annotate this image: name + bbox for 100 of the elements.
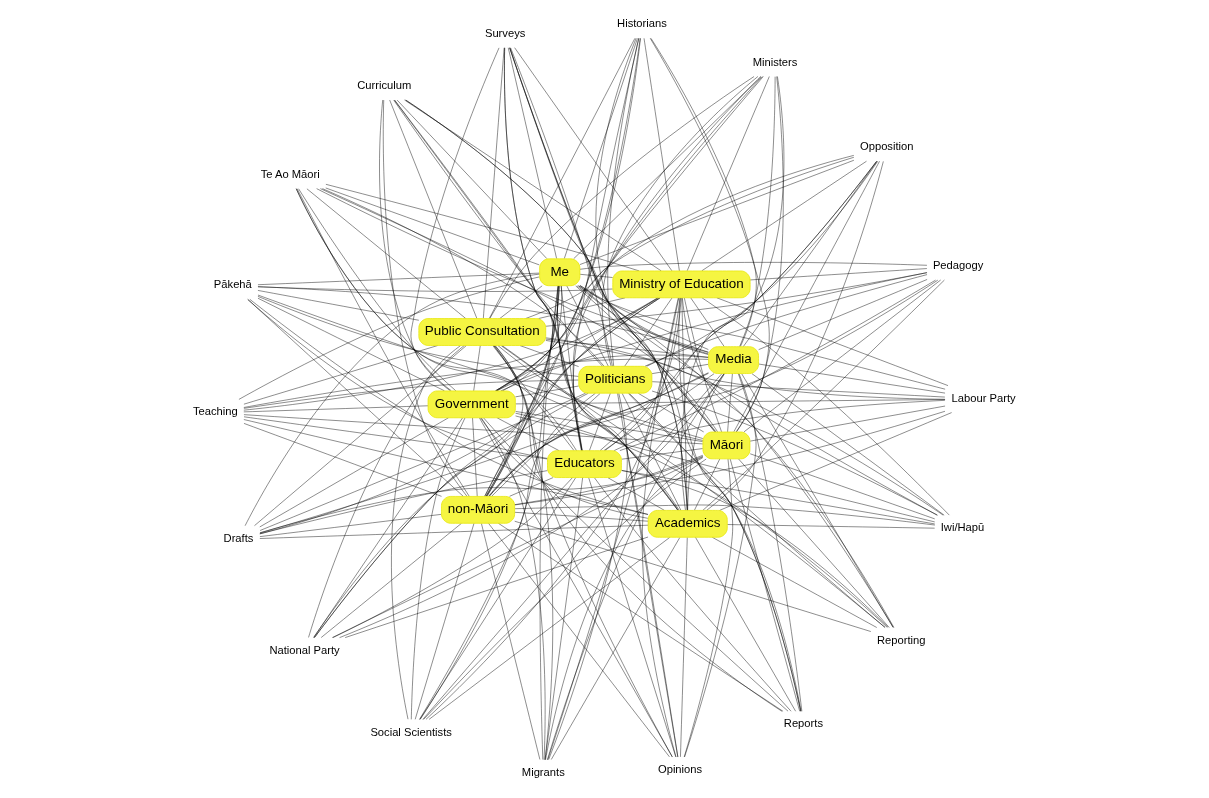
connector [295,188,577,451]
connector [684,297,722,433]
connector [502,285,562,392]
connector [339,373,725,638]
connector [515,399,946,405]
node-box: Me [539,258,581,287]
connector [488,523,670,758]
connector [739,76,776,347]
connector [259,524,649,539]
connector [509,47,709,355]
connector [489,76,755,319]
connector [758,363,946,394]
connector [719,412,952,511]
node-text: Reports [783,717,823,730]
connector [259,417,449,528]
connector [545,340,946,400]
connector [566,285,609,367]
node-text: Reporting [877,633,926,646]
node-text: Surveys [484,26,526,39]
connector [410,47,500,391]
connector [624,297,673,367]
connector [749,268,928,281]
connector [694,458,720,511]
connector [383,99,468,497]
connector [325,187,540,266]
connector [751,373,945,516]
connector [391,345,461,720]
node-text: Pedagogy [932,259,984,272]
connector [678,297,801,712]
connector [642,297,679,758]
connector [493,345,673,758]
connector [479,417,673,758]
connector [379,99,452,391]
connector [730,458,800,712]
connector [394,99,678,511]
connector [489,161,877,497]
connector [750,453,935,520]
connector [488,279,939,497]
connector [499,285,543,319]
connector [344,536,649,638]
connector [504,47,583,451]
connector [243,405,429,413]
connector [509,47,716,432]
connector [716,297,949,386]
connector [607,477,665,511]
connector [621,470,889,628]
connector [604,297,682,451]
connector [243,297,660,411]
connector [243,358,709,408]
connector [259,373,709,534]
connector [514,521,872,632]
connector [423,458,707,720]
connector [485,38,641,497]
connector [573,38,640,451]
connector [422,373,723,720]
connector [579,274,613,278]
connector [243,379,579,409]
connector [727,524,935,529]
connector [393,99,603,367]
node-box: Media [708,346,759,374]
connector [254,345,467,526]
node-text: Teaching [192,405,238,418]
connector [758,279,928,350]
connector [257,298,445,391]
node-text: Pākehā [213,278,252,291]
connector [727,373,733,433]
connector [394,100,583,451]
node-text: National Party [269,643,340,656]
connector [629,393,802,712]
connector [681,76,785,511]
connector [638,393,704,433]
connector [595,37,688,511]
connector [621,448,703,460]
connector [484,76,763,497]
connector [619,400,946,451]
connector [643,38,680,272]
node-box: Māori [702,431,751,460]
connector [514,47,673,272]
connector [509,477,554,497]
connector [473,345,481,392]
connector [684,373,757,758]
connector [405,99,709,355]
connector [545,338,709,358]
node-text: Iwi/Hapū [940,521,985,534]
connector [514,512,649,522]
connector [243,414,704,445]
node-text: Ministers [752,55,798,68]
connector [259,393,586,531]
connector [539,285,559,760]
node-text: Labour Party [951,391,1016,404]
connector [313,393,589,638]
connector [743,279,941,433]
connector [644,274,928,367]
connector [428,537,671,720]
connector [259,470,548,535]
connector [599,161,877,451]
connector [332,477,573,638]
connector [314,297,661,638]
connector [396,99,548,259]
connector [594,477,792,712]
